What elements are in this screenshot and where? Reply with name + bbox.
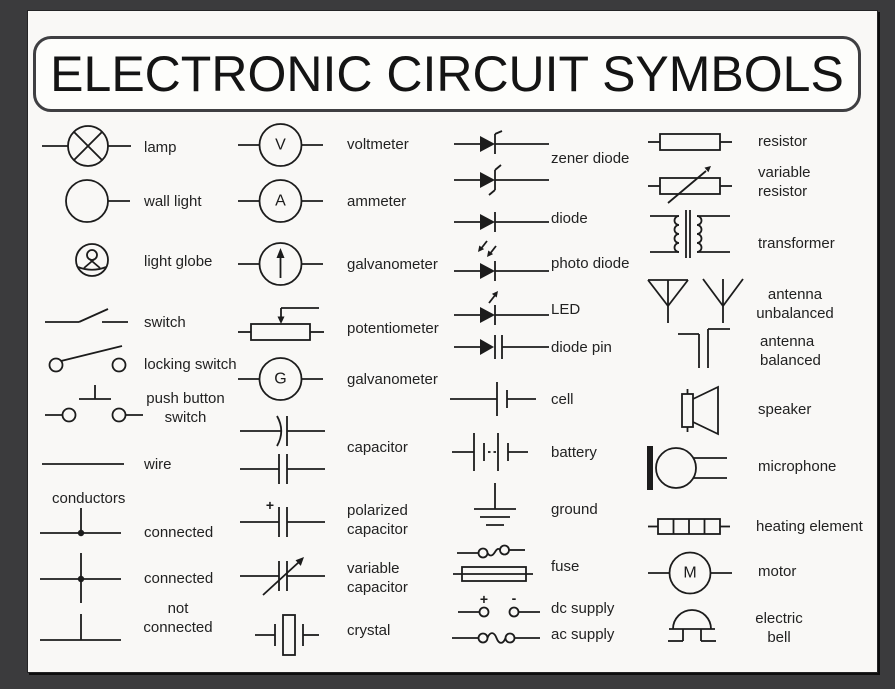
photo-diode-label: photo diode (551, 255, 630, 272)
crystal-symbol (255, 614, 319, 656)
svg-text:+: + (266, 498, 274, 513)
cell-symbol (450, 382, 536, 416)
led-symbol (454, 291, 549, 325)
resistor-label: resistor (758, 133, 808, 150)
variable-resistor-symbol (648, 166, 732, 204)
diode-pin-symbol (454, 335, 549, 359)
variable-resistor-label: variable resistor (758, 164, 811, 200)
conductors-heading: conductors (52, 490, 126, 507)
zener-diode-symbol (454, 130, 549, 196)
led-label: LED (551, 301, 581, 318)
ac-supply-symbol (452, 632, 540, 644)
fuse-wire-symbol (457, 544, 525, 559)
resistor-symbol (648, 133, 732, 151)
ground-symbol (474, 483, 516, 526)
svg-text:G: G (274, 371, 286, 388)
capacitor-label: capacitor (347, 439, 408, 456)
electric-bell-label: electric bell (755, 610, 803, 646)
switch-symbol (45, 308, 128, 323)
push-button-switch-symbol (45, 385, 143, 423)
light-globe-symbol (75, 243, 109, 277)
galvanometer-g-symbol: G (238, 357, 323, 401)
speaker-symbol (681, 385, 719, 436)
chart-panel (27, 10, 878, 673)
wire-label: wire (144, 456, 172, 473)
conductors-not-connected-label: not connected (143, 600, 213, 636)
electric-bell-symbol (668, 609, 716, 642)
potentiometer-label: potentiometer (347, 320, 439, 337)
antenna-balanced-symbol (678, 328, 730, 368)
dc-supply-symbol: + - (458, 594, 540, 618)
dc-supply-label: dc supply (551, 600, 615, 617)
battery-label: battery (551, 444, 597, 461)
galvanometer-g-label: galvanometer (347, 371, 438, 388)
variable-capacitor-label: variable capacitor (347, 560, 408, 596)
potentiometer-symbol (238, 307, 324, 341)
galvanometer-arrow-label: galvanometer (347, 256, 438, 273)
capacitor-straight-symbol (240, 454, 325, 484)
ammeter-label: ammeter (347, 193, 407, 210)
antenna-unbalanced-label: antenna unbalanced (756, 286, 834, 322)
locking-switch-label: locking switch (144, 356, 237, 373)
diode-label: diode (551, 210, 588, 227)
switch-label: switch (144, 314, 186, 331)
ac-supply-label: ac supply (551, 626, 615, 643)
lamp-label: lamp (144, 139, 177, 156)
conductors-not-connected-symbol (40, 614, 121, 641)
svg-text:+: + (480, 594, 488, 607)
diode-symbol (454, 212, 549, 232)
microphone-label: microphone (758, 458, 837, 475)
antenna-unbalanced-symbol (647, 278, 744, 323)
wall-light-symbol (65, 179, 130, 223)
conductors-connected-cross-label: connected (144, 570, 214, 587)
wire-symbol (42, 463, 124, 465)
lamp-symbol (42, 125, 131, 167)
page-title: ELECTRONIC CIRCUIT SYMBOLS (50, 46, 844, 102)
battery-symbol (452, 433, 528, 471)
voltmeter-label: voltmeter (347, 136, 409, 153)
zener-diode-label: zener diode (551, 150, 630, 167)
svg-text:V: V (275, 137, 286, 154)
variable-capacitor-symbol (240, 557, 325, 596)
diode-pin-label: diode pin (551, 339, 612, 356)
transformer-symbol (650, 210, 730, 258)
motor-label: motor (758, 563, 797, 580)
galvanometer-arrow-symbol (238, 242, 323, 286)
polarized-capacitor-label: polarized capacitor (347, 502, 408, 538)
photo-diode-symbol (454, 240, 549, 281)
conductors-connected-tee-symbol (40, 508, 121, 537)
svg-text:-: - (512, 594, 517, 606)
fuse-label: fuse (551, 558, 580, 575)
svg-text:M: M (683, 565, 696, 582)
motor-symbol: M (648, 551, 732, 595)
title-box: ELECTRONIC CIRCUIT SYMBOLS (33, 36, 861, 112)
ground-label: ground (551, 501, 598, 518)
antenna-balanced-label: antenna balanced (760, 333, 821, 369)
crystal-label: crystal (347, 622, 391, 639)
microphone-symbol (647, 446, 727, 490)
fuse-cartridge-symbol (453, 566, 533, 582)
cell-label: cell (551, 391, 574, 408)
voltmeter-symbol: V (238, 123, 323, 167)
locking-switch-symbol (48, 345, 127, 373)
ammeter-symbol: A (238, 179, 323, 223)
polarized-capacitor-symbol: + (240, 498, 325, 537)
svg-text:A: A (275, 193, 286, 210)
wall-light-label: wall light (144, 193, 202, 210)
conductors-connected-tee-label: connected (144, 524, 214, 541)
push-button-switch-label: push button switch (146, 390, 225, 426)
capacitor-curved-symbol (240, 415, 325, 447)
light-globe-label: light globe (144, 253, 213, 270)
speaker-label: speaker (758, 401, 812, 418)
heating-element-label: heating element (756, 518, 863, 535)
transformer-label: transformer (758, 235, 835, 252)
heating-element-symbol (648, 518, 730, 535)
conductors-connected-cross-symbol (40, 553, 121, 603)
